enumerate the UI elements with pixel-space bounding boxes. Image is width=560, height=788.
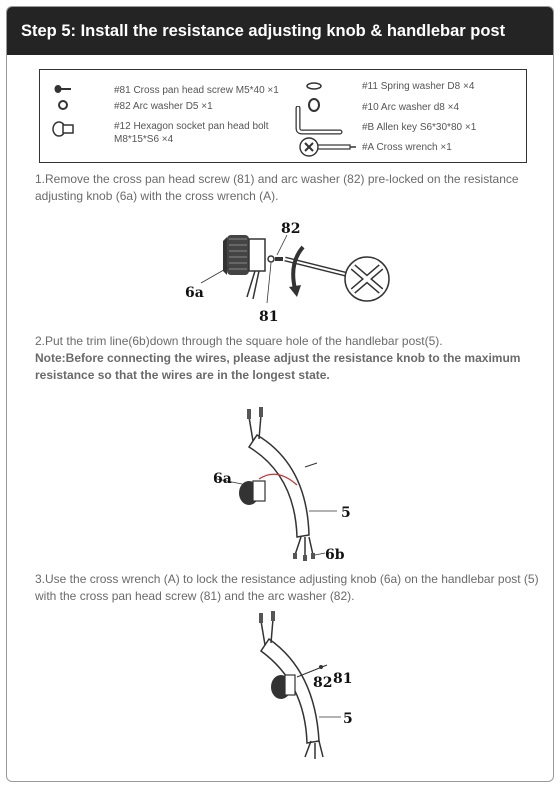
allen-key-icon — [295, 106, 343, 135]
label-6a: 6a — [213, 471, 232, 487]
label-81: 81 — [333, 671, 352, 687]
part-12-line1: #12 Hexagon socket pan head bolt — [114, 121, 269, 132]
label-82: 82 — [313, 675, 332, 691]
part-b: #B Allen key S6*30*80 ×1 — [362, 122, 477, 133]
figure-remove-screw: 82 6a 81 — [185, 221, 390, 325]
handlebar-post-5 — [259, 637, 320, 744]
step-2-note: Note:Before connecting the wires, please… — [35, 351, 521, 382]
cross-wrench — [284, 256, 390, 302]
part-10: #10 Arc washer d8 ×4 — [362, 102, 460, 113]
label-6a: 6a — [185, 285, 204, 301]
part-11: #11 Spring washer D8 ×4 — [362, 81, 475, 92]
label-5: 5 — [341, 505, 351, 521]
label-5: 5 — [343, 711, 353, 727]
hexagon-socket-bolt-icon — [52, 121, 74, 137]
cross-pan-head-screw-icon — [54, 85, 71, 93]
label-6b: 6b — [325, 547, 345, 563]
handlebar-post-5 — [247, 433, 318, 538]
step-3-text: 3.Use the cross wrench (A) to lock the r… — [35, 572, 539, 603]
part-82: #82 Arc washer D5 ×1 — [114, 101, 213, 112]
part-81: #81 Cross pan head screw M5*40 ×1 — [114, 85, 279, 96]
spring-washer-icon — [306, 82, 322, 90]
label-82: 82 — [281, 221, 300, 237]
label-81: 81 — [259, 309, 278, 325]
parts-list: #81 Cross pan head screw M5*40 ×1 #82 Ar… — [39, 69, 527, 163]
figure-thread-wire: 6a 5 6b — [213, 407, 351, 563]
instruction-panel: Step 5: Install the resistance adjusting… — [6, 6, 554, 782]
cross-wrench-icon — [299, 137, 356, 157]
step-title: Step 5: Install the resistance adjusting… — [7, 7, 553, 55]
resistance-knob-6a — [271, 674, 296, 699]
resistance-knob-6a — [223, 235, 266, 300]
step-2-text: 2.Put the trim line(6b)down through the … — [35, 334, 443, 348]
part-12: #12 Hexagon socket pan head bolt M8*15*S… — [114, 120, 269, 146]
figure-lock-knob: 82 81 5 — [259, 611, 353, 759]
step-1-text: 1.Remove the cross pan head screw (81) a… — [35, 172, 519, 203]
arc-washer-icon — [58, 100, 68, 110]
part-a: #A Cross wrench ×1 — [362, 142, 452, 153]
arc-washer-d8-icon — [308, 98, 320, 112]
resistance-knob-6a — [239, 480, 266, 505]
part-12-line2: M8*15*S6 ×4 — [114, 134, 174, 145]
